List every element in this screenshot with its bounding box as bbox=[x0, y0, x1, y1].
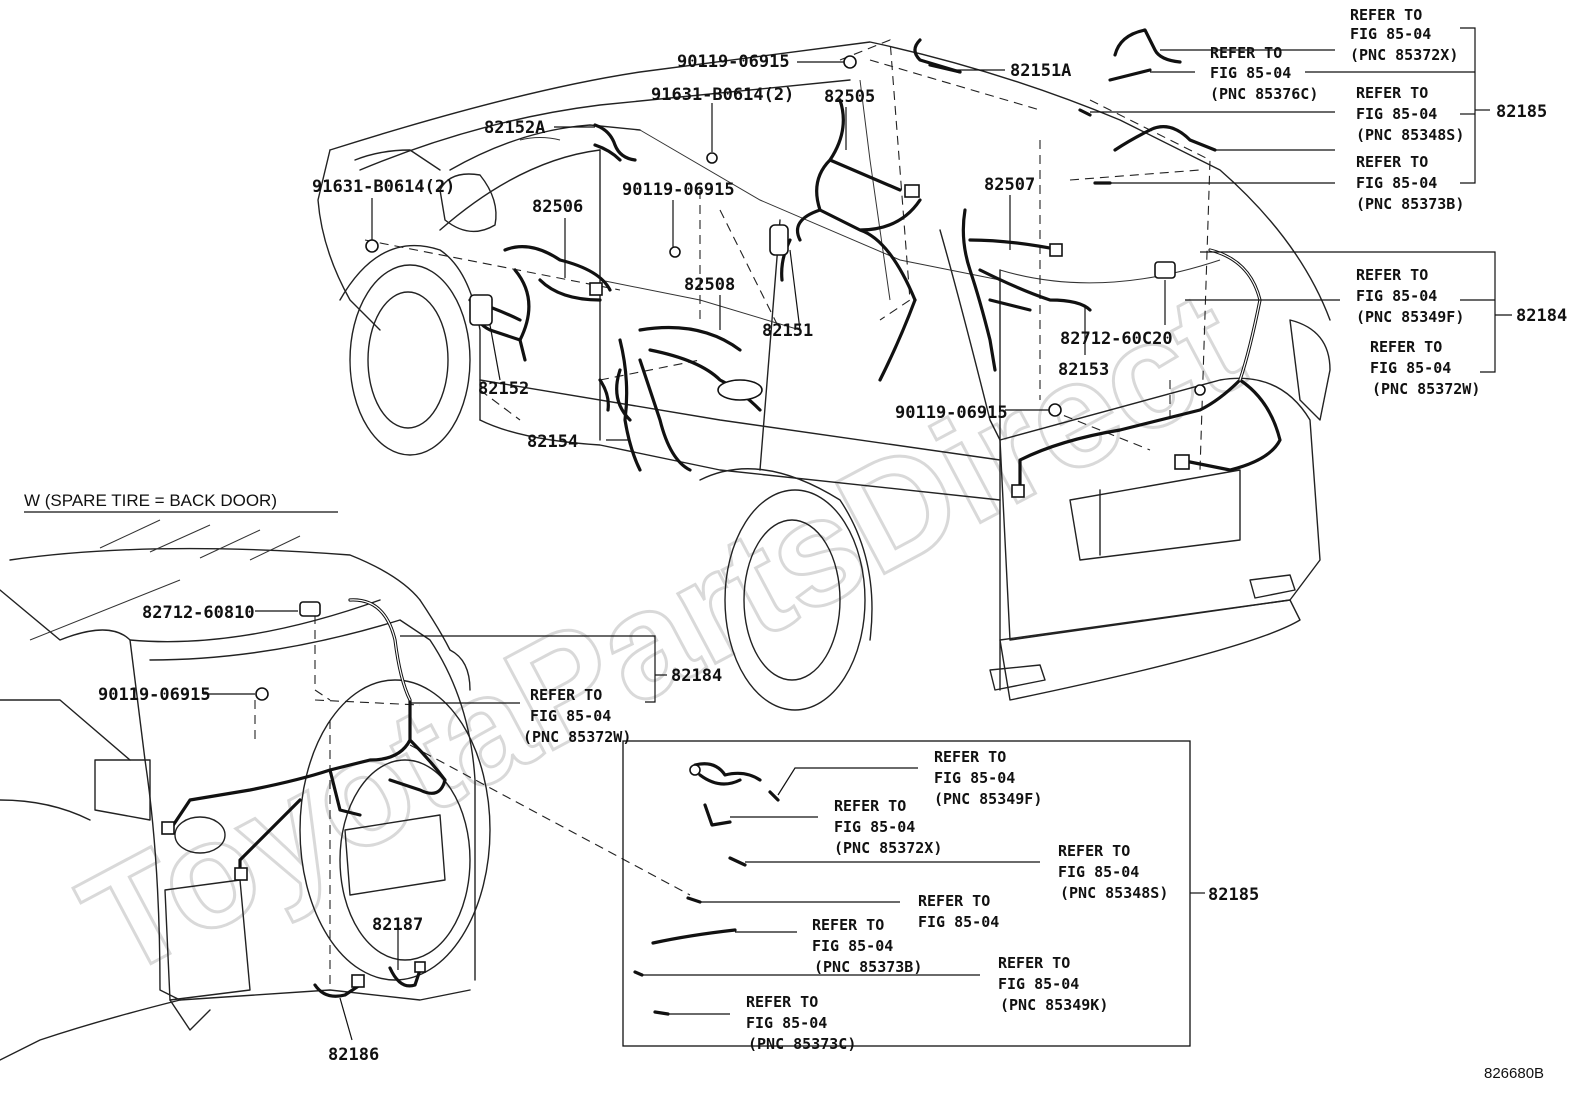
box-parts-icons bbox=[633, 762, 780, 1016]
part-82506: 82506 bbox=[532, 197, 583, 217]
harness-82186 bbox=[313, 974, 365, 998]
section-label: W (SPARE TIRE = BACK DOOR) bbox=[24, 491, 277, 510]
part-82151: 82151 bbox=[762, 321, 813, 341]
refer-pnc: (PNC 85372X) bbox=[1350, 46, 1458, 64]
refer-fig: FIG 85-04 bbox=[934, 769, 1015, 787]
refer-fig: FIG 85-04 bbox=[530, 707, 611, 725]
part-82152A: 82152A bbox=[484, 118, 545, 138]
refer-line: REFER TO bbox=[998, 954, 1070, 972]
harness-82507 bbox=[961, 208, 1092, 372]
harness-82151A bbox=[913, 38, 962, 74]
refer-line: REFER TO bbox=[918, 892, 990, 910]
bolt-w bbox=[255, 687, 269, 701]
refer-pnc: (PNC 85372W) bbox=[1372, 380, 1480, 398]
refer-pnc: (PNC 85349F) bbox=[934, 790, 1042, 808]
leader-lines-w bbox=[203, 610, 667, 1041]
part-labels: 90119-06915 82151A 91631-B0614(2) 82505 … bbox=[98, 52, 1567, 1065]
refer-line: REFER TO bbox=[1210, 44, 1282, 62]
refer-line: REFER TO bbox=[1356, 266, 1428, 284]
part-82185-top: 82185 bbox=[1496, 102, 1547, 122]
refer-pnc: (PNC 85372X) bbox=[834, 839, 942, 857]
diagram-code: 826680B bbox=[1484, 1065, 1544, 1082]
harness-82152A bbox=[593, 123, 637, 162]
part-82187: 82187 bbox=[372, 915, 423, 935]
part-91631-left: 91631-B0614(2) bbox=[312, 177, 455, 197]
part-90119-c: 90119-06915 bbox=[895, 403, 1008, 423]
part-82153: 82153 bbox=[1058, 360, 1109, 380]
refer-fig: FIG 85-04 bbox=[834, 818, 915, 836]
part-82152: 82152 bbox=[478, 379, 529, 399]
part-82508: 82508 bbox=[684, 275, 735, 295]
refer-pnc: (PNC 85349F) bbox=[1356, 308, 1464, 326]
part-82712-60810: 82712-60810 bbox=[142, 603, 255, 623]
refer-fig: FIG 85-04 bbox=[998, 975, 1079, 993]
refer-line: REFER TO bbox=[746, 993, 818, 1011]
harness-82508 bbox=[615, 325, 763, 472]
part-91631-top: 91631-B0614(2) bbox=[651, 85, 794, 105]
refer-line: REFER TO bbox=[530, 686, 602, 704]
refer-line: REFER TO bbox=[812, 916, 884, 934]
refer-fig: FIG 85-04 bbox=[1350, 25, 1431, 43]
refer-fig: FIG 85-04 bbox=[1210, 64, 1291, 82]
refer-fig: FIG 85-04 bbox=[1356, 287, 1437, 305]
part-82505: 82505 bbox=[824, 87, 875, 107]
grommet-82712-60810 bbox=[299, 601, 321, 617]
harness-82184-main bbox=[1011, 248, 1282, 498]
part-82507: 82507 bbox=[984, 175, 1035, 195]
leader-lines-main bbox=[371, 27, 1512, 441]
harness-82154 bbox=[598, 338, 642, 472]
bolt-icons bbox=[365, 55, 1206, 417]
refer-fig: FIG 85-04 bbox=[1058, 863, 1139, 881]
refer-line: REFER TO bbox=[834, 797, 906, 815]
refer-pnc: (PNC 85376C) bbox=[1210, 85, 1318, 103]
refer-pnc: (PNC 85372W) bbox=[523, 728, 631, 746]
part-90119-b: 90119-06915 bbox=[622, 180, 735, 200]
part-90119-a: 90119-06915 bbox=[677, 52, 790, 72]
refer-fig: FIG 85-04 bbox=[812, 937, 893, 955]
vehicle-w-outline bbox=[0, 519, 491, 1061]
refer-line: REFER TO bbox=[1350, 6, 1422, 24]
refer-blocks: REFER TO FIG 85-04 (PNC 85372X) REFER TO… bbox=[523, 6, 1480, 1053]
vehicle-main-outline bbox=[317, 41, 1331, 711]
refer-fig: FIG 85-04 bbox=[1356, 105, 1437, 123]
part-82184-low: 82184 bbox=[671, 666, 722, 686]
reference-dashes-w bbox=[254, 615, 691, 990]
leader-lines-box bbox=[642, 767, 1205, 1015]
refer-line: REFER TO bbox=[1356, 153, 1428, 171]
reference-dashes-main bbox=[364, 39, 1211, 471]
harness-82506 bbox=[468, 245, 612, 362]
part-82185-low: 82185 bbox=[1208, 885, 1259, 905]
refer-fig: FIG 85-04 bbox=[1370, 359, 1451, 377]
refer-line: REFER TO bbox=[1058, 842, 1130, 860]
grommet-82712-60C20 bbox=[1154, 261, 1176, 279]
refer-line: REFER TO bbox=[1356, 84, 1428, 102]
part-82151A: 82151A bbox=[1010, 61, 1071, 81]
refer-pnc: (PNC 85349K) bbox=[1000, 996, 1108, 1014]
refer-fig: FIG 85-04 bbox=[918, 913, 999, 931]
parts-82185-main bbox=[1078, 28, 1217, 185]
refer-fig: FIG 85-04 bbox=[746, 1014, 827, 1032]
refer-pnc: (PNC 85373B) bbox=[1356, 195, 1464, 213]
harness-82184-w bbox=[161, 598, 447, 881]
part-82712-60C20: 82712-60C20 bbox=[1060, 329, 1173, 349]
part-82154: 82154 bbox=[527, 432, 578, 452]
harness-82151 bbox=[769, 224, 792, 282]
refer-fig: FIG 85-04 bbox=[1356, 174, 1437, 192]
part-82184-top: 82184 bbox=[1516, 306, 1567, 326]
harness-82505 bbox=[795, 98, 922, 382]
refer-pnc: (PNC 85373B) bbox=[814, 958, 922, 976]
refer-line: REFER TO bbox=[934, 748, 1006, 766]
refer-pnc: (PNC 85373C) bbox=[748, 1035, 856, 1053]
harness-82187 bbox=[388, 961, 426, 988]
refer-line: REFER TO bbox=[1370, 338, 1442, 356]
part-82186: 82186 bbox=[328, 1045, 379, 1065]
refer-pnc: (PNC 85348S) bbox=[1060, 884, 1168, 902]
part-90119-d: 90119-06915 bbox=[98, 685, 211, 705]
refer-pnc: (PNC 85348S) bbox=[1356, 126, 1464, 144]
